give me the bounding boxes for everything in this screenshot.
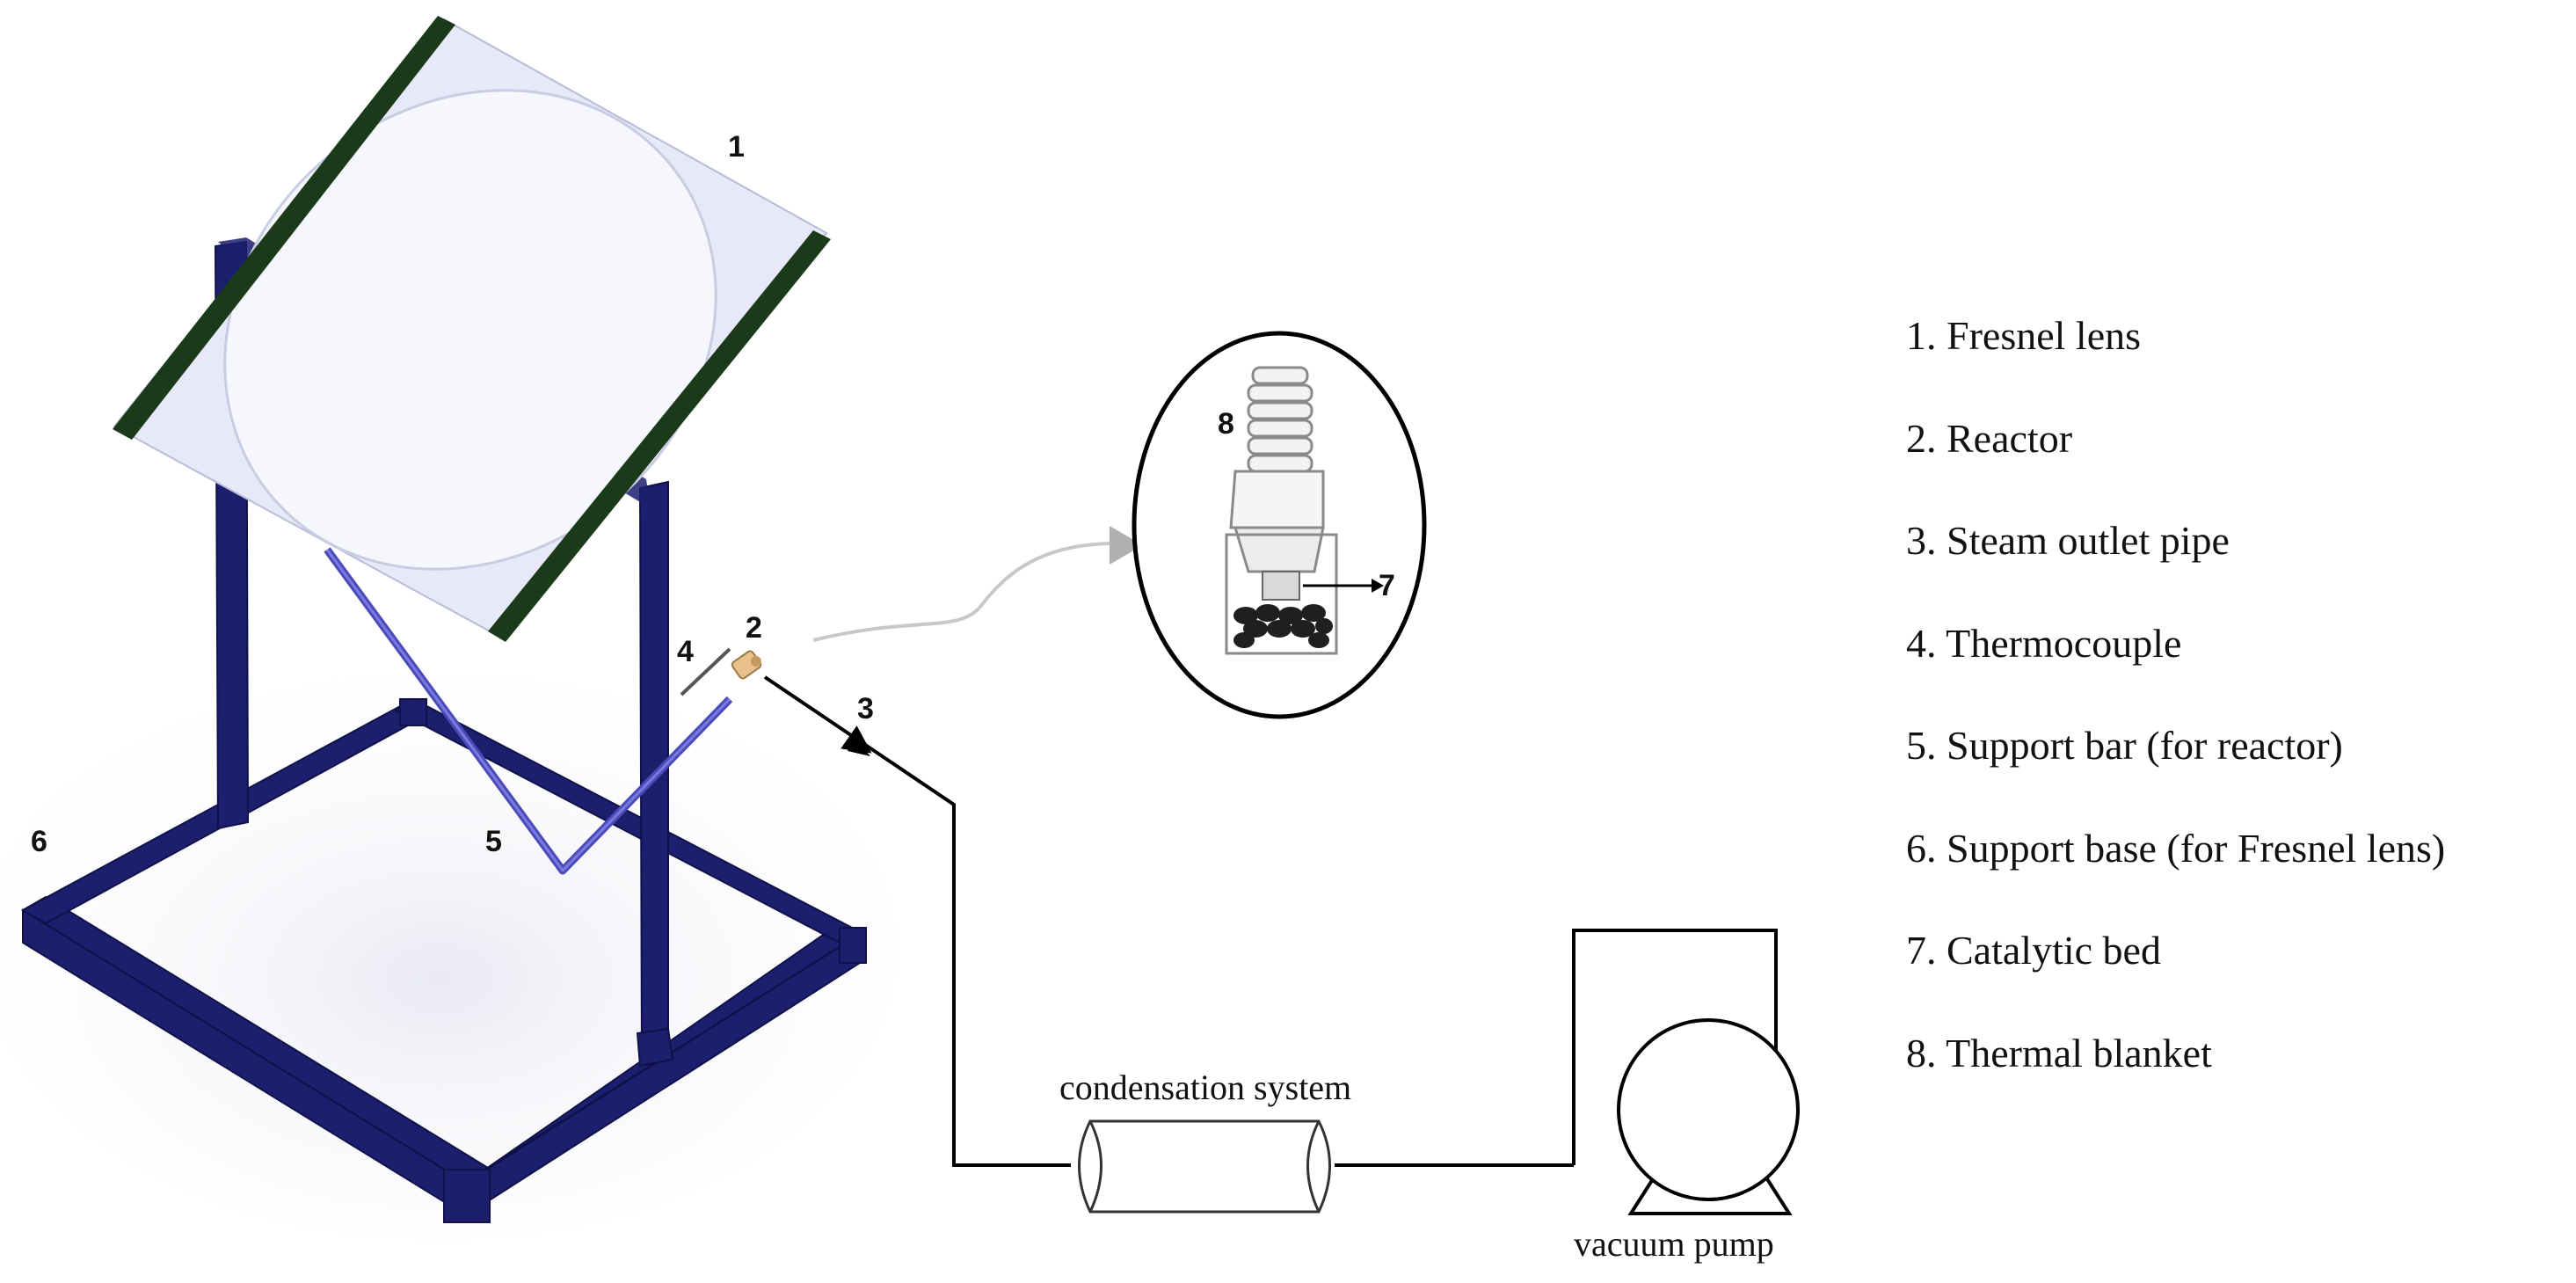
legend-item: 1. Fresnel lens bbox=[1906, 313, 2141, 358]
catalytic-bed bbox=[1262, 571, 1300, 601]
callout-4: 4 bbox=[677, 635, 694, 668]
callout-2: 2 bbox=[746, 611, 762, 645]
fresnel-lens bbox=[113, 16, 831, 642]
condensation-label: condensation system bbox=[1059, 1068, 1351, 1107]
callout-6: 6 bbox=[31, 825, 47, 858]
pipe-arrowhead bbox=[848, 737, 870, 756]
legend: 1. Fresnel lens 2. Reactor 3. Steam outl… bbox=[1906, 313, 2445, 1075]
callout-8: 8 bbox=[1218, 407, 1234, 441]
thermocouple bbox=[680, 647, 731, 696]
callout-5: 5 bbox=[485, 825, 502, 858]
vacuum-pump bbox=[1617, 1018, 1800, 1215]
reactor-detail bbox=[1132, 331, 1427, 719]
legend-item: 7. Catalytic bed bbox=[1906, 928, 2161, 973]
legend-item: 4. Thermocouple bbox=[1906, 621, 2181, 666]
legend-item: 2. Reactor bbox=[1906, 416, 2072, 461]
condensation-system bbox=[1078, 1119, 1331, 1214]
callout-1: 1 bbox=[728, 130, 745, 164]
legend-item: 8. Thermal blanket bbox=[1906, 1031, 2212, 1075]
legend-item: 3. Steam outlet pipe bbox=[1906, 518, 2230, 563]
reactor bbox=[731, 650, 762, 680]
detail-pointer-arrow bbox=[812, 542, 1110, 642]
callout-7: 7 bbox=[1379, 569, 1395, 602]
callout-3: 3 bbox=[857, 692, 874, 725]
legend-item: 6. Support base (for Fresnel lens) bbox=[1906, 826, 2445, 871]
vacuum-pump-label: vacuum pump bbox=[1574, 1224, 1774, 1264]
legend-item: 5. Support bar (for reactor) bbox=[1906, 723, 2343, 768]
